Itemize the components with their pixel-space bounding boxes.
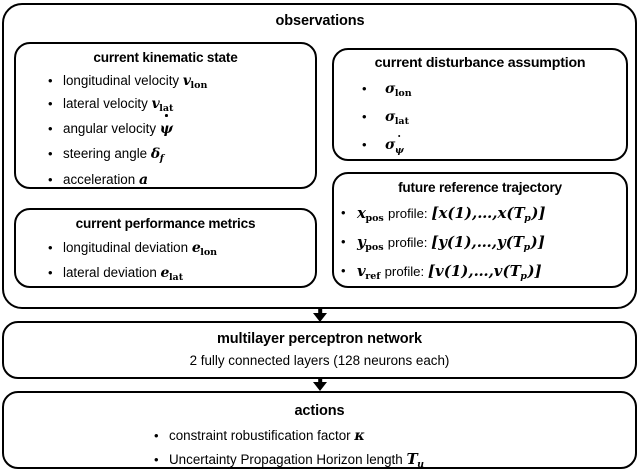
disturbance-assumption-list-wrap: σlon σlat σψ [360,76,620,160]
expr-v-profile: [v(1),…,v(Tp)] [427,262,542,282]
list-item: constraint robustification factor κ [152,424,572,448]
observations-title: observations [0,13,640,30]
profile-label: profile: [388,206,428,221]
list-item: longitudinal deviation elon [46,236,316,261]
list-item: acceleration a [46,168,316,192]
symbol-e-lon: elon [191,240,218,258]
expr-y-profile: [y(1),…,y(Tp)] [431,233,545,253]
list-item-label: lateral deviation [63,265,157,280]
list-item-label: lateral velocity [63,96,148,111]
expr-x-profile: [x(1),…,x(Tp)] [431,204,546,224]
symbol-v-ref: vref [357,262,381,282]
mlp-network-title: multilayer perceptron network [2,331,637,348]
list-item: lateral deviation elat [46,261,316,286]
profile-label: profile: [384,264,425,279]
symbol-v-lon: vlon [182,73,208,91]
symbol-kappa: κ [354,428,365,444]
mlp-network-box [2,321,637,379]
list-item: lateral velocity vlat [46,93,316,116]
list-item-label: angular velocity [63,121,157,136]
performance-metrics-title-text: current performance metrics [75,216,256,231]
kinematic-state-title: current kinematic state [14,50,317,66]
symbol-e-lat: elat [160,265,184,283]
performance-metrics-list: longitudinal deviation elon lateral devi… [46,236,316,286]
mlp-network-subtitle-text: 2 fully connected layers (128 neurons ea… [189,353,450,368]
list-item: xpos profile: [x(1),…,x(Tp)] [339,200,629,229]
list-item: angular velocity ψ [46,114,316,142]
mlp-network-subtitle: 2 fully connected layers (128 neurons ea… [2,352,637,369]
actions-list-wrap: constraint robustification factor κ Unce… [152,424,572,473]
list-item-label: longitudinal velocity [63,73,180,88]
actions-title-text: actions [294,403,345,419]
symbol-v-lat: vlat [151,96,174,114]
list-item: longitudinal velocity vlon [46,70,316,93]
symbol-a: a [138,172,149,188]
list-item-label: steering angle [63,146,148,161]
performance-metrics-title: current performance metrics [14,216,317,232]
list-item-label: Uncertainty Propagation Horizon length [169,452,403,467]
arrow-network-to-actions [310,379,330,392]
actions-list: constraint robustification factor κ Unce… [152,424,572,473]
disturbance-assumption-title: current disturbance assumption [332,55,628,71]
disturbance-assumption-title-text: current disturbance assumption [374,55,586,71]
disturbance-assumption-list: σlon σlat σψ [360,76,620,160]
performance-metrics-list-wrap: longitudinal deviation elon lateral devi… [46,236,316,286]
actions-title: actions [2,403,637,420]
symbol-y-pos: ypos [357,233,384,253]
symbol-x-pos: xpos [357,204,384,224]
symbol-sigma-lon: σlon [385,81,412,99]
symbol-sigma-lat: σlat [385,109,409,127]
kinematic-state-list-wrap: longitudinal velocity vlon lateral veloc… [46,70,316,192]
arrow-observations-to-network [310,309,330,322]
reference-trajectory-list-wrap: xpos profile: [x(1),…,x(Tp)] ypos profil… [339,200,629,287]
mlp-network-title-text: multilayer perceptron network [217,331,422,347]
reference-trajectory-title: future reference trajectory [332,180,628,196]
list-item: vref profile: [v(1),…,v(Tp)] [339,258,629,287]
reference-trajectory-title-text: future reference trajectory [398,180,562,195]
list-item-label: longitudinal deviation [63,240,189,255]
list-item: Uncertainty Propagation Horizon length T… [152,448,572,473]
symbol-psi-dot: ψ [160,114,173,137]
list-item-label: constraint robustification factor [169,428,351,443]
observations-title-text: observations [275,13,365,29]
symbol-T-u: Tu [406,450,425,470]
list-item: ypos profile: [y(1),…,y(Tp)] [339,229,629,258]
kinematic-state-list: longitudinal velocity vlon lateral veloc… [46,70,316,192]
reference-trajectory-list: xpos profile: [x(1),…,x(Tp)] ypos profil… [339,200,629,287]
kinematic-state-title-text: current kinematic state [93,50,238,65]
list-item: σψ [360,132,620,160]
profile-label: profile: [387,235,428,250]
list-item: σlat [360,104,620,132]
list-item: σlon [360,76,620,104]
list-item-label: acceleration [63,172,136,187]
list-item: steering angle δf [46,142,316,168]
symbol-delta-f: δf [150,146,164,164]
